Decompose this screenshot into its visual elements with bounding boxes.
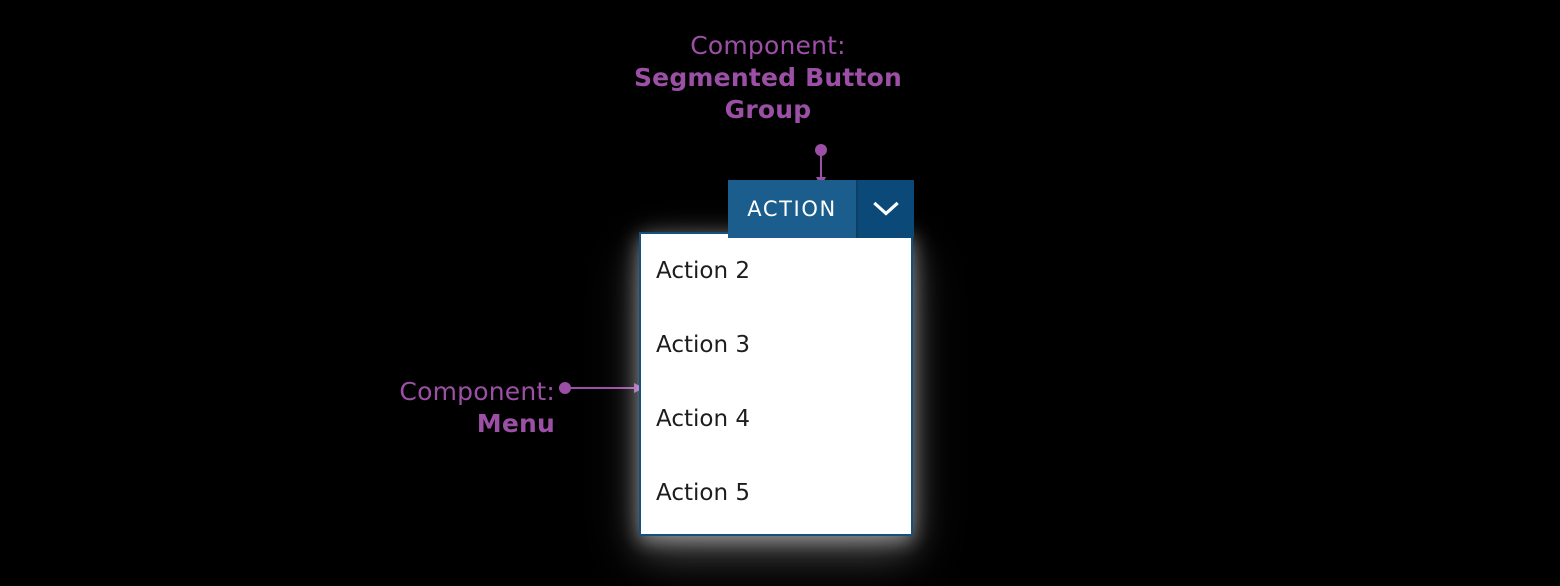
annotation-menu-name: Menu	[476, 409, 555, 438]
connector-line	[820, 153, 822, 181]
segment-divider	[856, 180, 858, 238]
segmented-button-group[interactable]: ACTION	[728, 180, 914, 238]
annotation-segmented-button-group: Component: Segmented Button Group	[618, 30, 918, 126]
menu-item[interactable]: Action 5	[656, 480, 750, 506]
annotation-menu-lead: Component:	[399, 377, 555, 406]
menu-item[interactable]: Action 2	[656, 258, 750, 284]
connector-line	[568, 387, 636, 389]
annotation-connector-horizontal	[559, 382, 649, 395]
annotation-segmented-button-group-lead: Component:	[690, 31, 846, 60]
menu-container: Action 2 Action 3 Action 4 Action 5	[639, 232, 913, 536]
annotation-menu: Component: Menu	[330, 376, 555, 440]
connector-dot-icon	[815, 144, 827, 156]
annotation-segmented-button-group-name: Segmented Button Group	[633, 63, 903, 124]
menu-item[interactable]: Action 4	[656, 406, 750, 432]
chevron-down-icon	[873, 201, 899, 217]
action-button[interactable]: ACTION	[728, 180, 856, 238]
action-dropdown-toggle-button[interactable]	[858, 180, 914, 238]
menu-panel: Action 2 Action 3 Action 4 Action 5	[639, 232, 913, 536]
menu-list: Action 2 Action 3 Action 4 Action 5	[641, 234, 911, 530]
connector-dot-icon	[559, 382, 571, 394]
menu-item[interactable]: Action 3	[656, 332, 750, 358]
